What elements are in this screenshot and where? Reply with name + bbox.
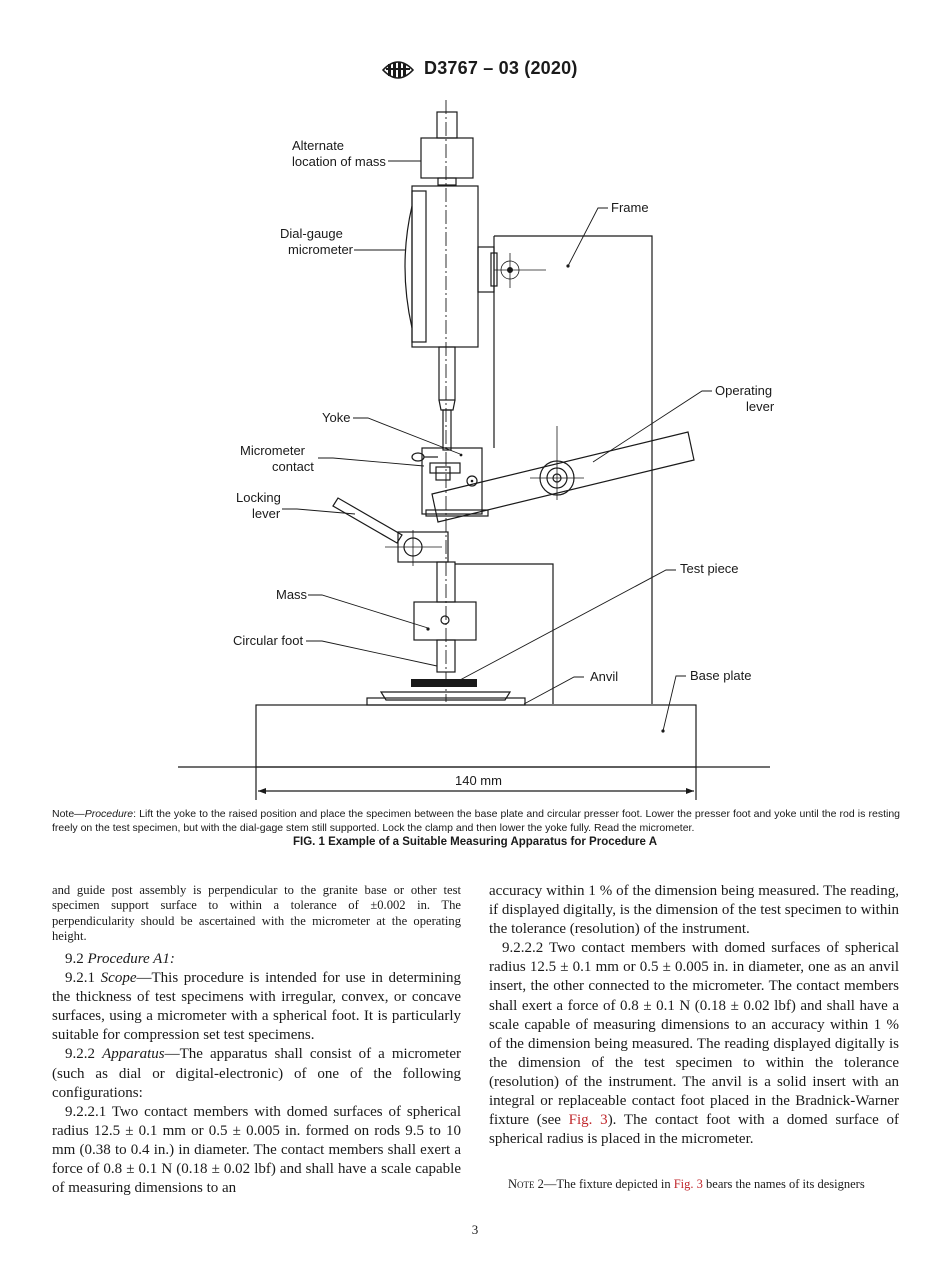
note-prefix: Note— bbox=[52, 808, 85, 820]
figure-caption: FIG. 1 Example of a Suitable Measuring A… bbox=[292, 836, 658, 848]
label-locking-lever-2: lever bbox=[252, 506, 281, 521]
document-designation: D3767 – 03 (2020) bbox=[424, 58, 578, 78]
fig-3-link[interactable]: Fig. 3 bbox=[568, 1112, 608, 1129]
section-9-2-2-2-text-b: ). The contact foot with a domed surface… bbox=[489, 1112, 899, 1148]
label-frame: Frame bbox=[611, 200, 649, 215]
note-2-text-a: —The fixture depicted in bbox=[543, 1177, 674, 1191]
label-anvil: Anvil bbox=[590, 669, 618, 684]
label-alternate-mass: Alternate bbox=[292, 138, 344, 153]
left-column: and guide post assembly is perpendicular… bbox=[52, 883, 461, 1198]
section-9-2-1-number: 9.2.1 bbox=[65, 970, 101, 987]
note-2: Note 2—The fixture depicted in Fig. 3 be… bbox=[489, 1176, 899, 1192]
right-continuation: accuracy within 1 % of the dimension bei… bbox=[489, 883, 899, 938]
note-2-text-b: bears the names of its designers bbox=[702, 1177, 865, 1191]
section-9-2-2-2: 9.2.2.2 Two contact members with domed s… bbox=[489, 939, 899, 1149]
figure-note: Note—Procedure: Lift the yoke to the rai… bbox=[52, 807, 900, 835]
label-circular-foot: Circular foot bbox=[233, 633, 303, 648]
right-column: accuracy within 1 % of the dimension bei… bbox=[489, 882, 899, 1149]
astm-logo-icon bbox=[381, 61, 415, 79]
left-continuation: and guide post assembly is perpendicular… bbox=[52, 883, 461, 943]
note-2-label: Note 2 bbox=[508, 1177, 544, 1191]
label-operating-lever-2: lever bbox=[746, 399, 775, 414]
page-header: D3767 – 03 (2020) bbox=[0, 56, 950, 86]
section-9-2-1-text: —This procedure is intended for use in d… bbox=[52, 970, 461, 1044]
page-number: 3 bbox=[471, 1222, 479, 1237]
section-9-2-title: Procedure A1: bbox=[87, 951, 175, 967]
section-9-2-2-title: Apparatus bbox=[102, 1046, 165, 1063]
note-text: : Lift the yoke to the raised position a… bbox=[52, 808, 900, 834]
measuring-apparatus-figure: Alternate location of mass Dial-gauge mi… bbox=[178, 100, 775, 800]
section-9-2-1-title: Scope bbox=[100, 970, 137, 987]
section-9-2-2-1: 9.2.2.1 Two contact members with domed s… bbox=[52, 1103, 461, 1197]
label-micrometer-contact-2: contact bbox=[272, 459, 314, 474]
label-yoke: Yoke bbox=[322, 410, 350, 425]
label-base-plate: Base plate bbox=[690, 668, 751, 683]
section-9-2-1: 9.2.1 Scope—This procedure is intended f… bbox=[52, 969, 461, 1045]
section-9-2-2: 9.2.2 Apparatus—The apparatus shall cons… bbox=[52, 1045, 461, 1102]
section-9-2-2-text: —The apparatus shall consist of a microm… bbox=[52, 1046, 462, 1101]
label-micrometer-contact: Micrometer bbox=[240, 443, 306, 458]
label-mass: Mass bbox=[276, 587, 308, 602]
section-9-2-2-2-text-a: 9.2.2.2 Two contact members with domed s… bbox=[489, 940, 899, 1129]
section-9-2: 9.2 Procedure A1: bbox=[52, 950, 461, 969]
label-dial-gauge: Dial-gauge bbox=[280, 226, 343, 241]
label-test-piece: Test piece bbox=[680, 561, 739, 576]
note-2-fig-3-link[interactable]: Fig. 3 bbox=[673, 1177, 703, 1191]
section-9-2-number: 9.2 bbox=[65, 951, 88, 967]
section-9-2-2-number: 9.2.2 bbox=[65, 1046, 103, 1063]
label-operating-lever: Operating bbox=[715, 383, 772, 398]
label-dimension: 140 mm bbox=[455, 773, 502, 788]
label-locking-lever: Locking bbox=[236, 490, 281, 505]
label-dial-gauge-2: micrometer bbox=[288, 242, 354, 257]
note-label: Procedure bbox=[84, 808, 134, 820]
label-alternate-mass-2: location of mass bbox=[292, 154, 386, 169]
